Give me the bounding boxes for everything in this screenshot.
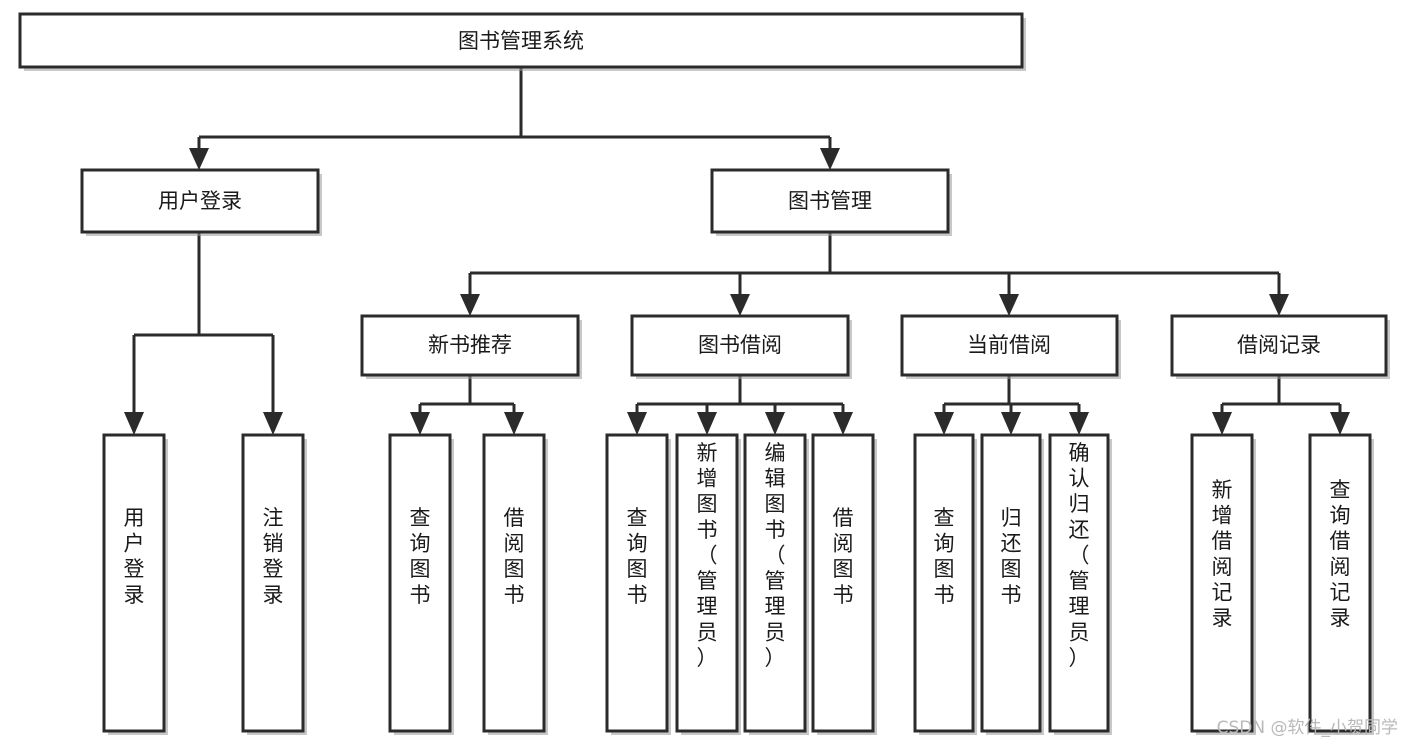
node-new-book-rec-label: 新书推荐 (428, 333, 512, 357)
node-leaf-rec-add-label: 新增借阅记录 (1212, 478, 1233, 630)
node-leaf-borrow-add-label: 新增图书（管理员） (697, 441, 718, 670)
node-leaf-rec-borrow[interactable]: 借阅图书 (482, 433, 548, 735)
node-leaf-cur-confirm-rect[interactable] (1048, 433, 1110, 733)
edge-group (124, 67, 1350, 435)
node-leaf-cur-return-rect[interactable] (980, 433, 1042, 733)
node-user-login-rect[interactable] (80, 168, 320, 234)
node-current-borrow[interactable]: 当前借阅 (900, 314, 1121, 379)
node-leaf-logout-rect[interactable] (241, 433, 305, 733)
arrowhead-leaf-cur-confirm (1069, 412, 1089, 435)
arrowhead-leaf-rec-query (410, 412, 430, 435)
node-leaf-cur-confirm-label: 确认归还（管理员） (1069, 441, 1090, 670)
node-user-login[interactable]: 用户登录 (80, 168, 322, 236)
csdn-watermark: CSDN @软件_小贺同学 (1217, 718, 1398, 738)
node-leaf-borrow-query-rect[interactable] (605, 433, 669, 733)
node-leaf-logout[interactable]: 注销登录 (241, 433, 307, 735)
node-leaf-cur-query-label: 查询图书 (934, 506, 955, 607)
arrowhead-leaf-borrow-edit (765, 412, 785, 435)
node-borrow-record-label: 借阅记录 (1237, 333, 1321, 357)
node-leaf-rec-add-rect[interactable] (1190, 433, 1254, 733)
arrowhead-new-book-rec (460, 294, 480, 316)
node-leaf-rec-borrow-label: 借阅图书 (504, 506, 525, 607)
arrowhead-leaf-borrow-book (833, 412, 853, 435)
node-leaf-cur-return[interactable]: 归还图书 (980, 433, 1044, 735)
arrowhead-book-borrow (730, 294, 750, 316)
node-leaf-logout-label: 注销登录 (263, 506, 284, 607)
node-root[interactable]: 图书管理系统 (18, 12, 1026, 71)
node-leaf-borrow-add-rect[interactable] (675, 433, 739, 733)
node-leaf-rec-search-label: 查询借阅记录 (1330, 478, 1351, 630)
arrowhead-book-manage (820, 148, 840, 170)
node-book-borrow[interactable]: 图书借阅 (630, 314, 852, 379)
node-current-borrow-rect[interactable] (900, 314, 1119, 377)
node-borrow-record[interactable]: 借阅记录 (1170, 314, 1390, 379)
node-leaf-borrow-edit-label: 编辑图书（管理员） (765, 441, 786, 670)
node-leaf-borrow-book-rect[interactable] (811, 433, 875, 733)
node-leaf-borrow-edit[interactable]: 编辑图书（管理员） (743, 433, 809, 735)
arrowhead-borrow-record (1269, 294, 1289, 316)
node-root-rect[interactable] (18, 12, 1024, 69)
arrowhead-leaf-rec-borrow (504, 412, 524, 435)
node-leaf-rec-query-label: 查询图书 (410, 506, 431, 607)
arrowhead-leaf-logout (263, 412, 283, 435)
node-root-label: 图书管理系统 (458, 29, 584, 53)
node-leaf-user-login[interactable]: 用户登录 (102, 433, 168, 735)
node-book-manage-rect[interactable] (710, 168, 950, 234)
node-leaf-rec-query[interactable]: 查询图书 (388, 433, 454, 735)
node-new-book-rec[interactable]: 新书推荐 (360, 314, 582, 379)
arrowhead-current-borrow (999, 294, 1019, 316)
arrowhead-leaf-cur-return (1001, 412, 1021, 435)
node-leaf-rec-add[interactable]: 新增借阅记录 (1190, 433, 1256, 735)
node-book-borrow-label: 图书借阅 (698, 333, 782, 357)
node-leaf-rec-search-rect[interactable] (1308, 433, 1372, 733)
node-leaf-borrow-edit-rect[interactable] (743, 433, 807, 733)
node-borrow-record-rect[interactable] (1170, 314, 1388, 377)
node-book-manage-label: 图书管理 (788, 189, 872, 213)
arrowhead-leaf-rec-add (1212, 412, 1232, 435)
arrowhead-leaf-user-login (124, 412, 144, 435)
node-leaf-borrow-query-label: 查询图书 (627, 506, 648, 607)
arrowhead-leaf-rec-search (1330, 412, 1350, 435)
node-user-login-label: 用户登录 (158, 189, 242, 213)
node-book-borrow-rect[interactable] (630, 314, 850, 377)
node-leaf-cur-confirm[interactable]: 确认归还（管理员） (1048, 433, 1112, 735)
arrowhead-leaf-cur-query (934, 412, 954, 435)
arrowhead-user-login (189, 148, 209, 170)
node-leaf-user-login-rect[interactable] (102, 433, 166, 733)
node-leaf-user-login-label: 用户登录 (124, 506, 145, 607)
node-leaf-rec-search[interactable]: 查询借阅记录 (1308, 433, 1374, 735)
node-leaf-rec-borrow-rect[interactable] (482, 433, 546, 733)
node-new-book-rec-rect[interactable] (360, 314, 580, 377)
arrowhead-leaf-borrow-query (627, 412, 647, 435)
node-current-borrow-label: 当前借阅 (967, 333, 1051, 357)
node-leaf-borrow-query[interactable]: 查询图书 (605, 433, 671, 735)
node-leaf-cur-return-label: 归还图书 (1001, 506, 1022, 607)
node-leaf-borrow-add[interactable]: 新增图书（管理员） (675, 433, 741, 735)
node-leaf-cur-query[interactable]: 查询图书 (913, 433, 977, 735)
node-leaf-rec-query-rect[interactable] (388, 433, 452, 733)
arrowhead-leaf-borrow-add (697, 412, 717, 435)
node-book-manage[interactable]: 图书管理 (710, 168, 952, 236)
node-leaf-cur-query-rect[interactable] (913, 433, 975, 733)
node-leaf-borrow-book-label: 借阅图书 (833, 506, 854, 607)
node-leaf-borrow-book[interactable]: 借阅图书 (811, 433, 877, 735)
